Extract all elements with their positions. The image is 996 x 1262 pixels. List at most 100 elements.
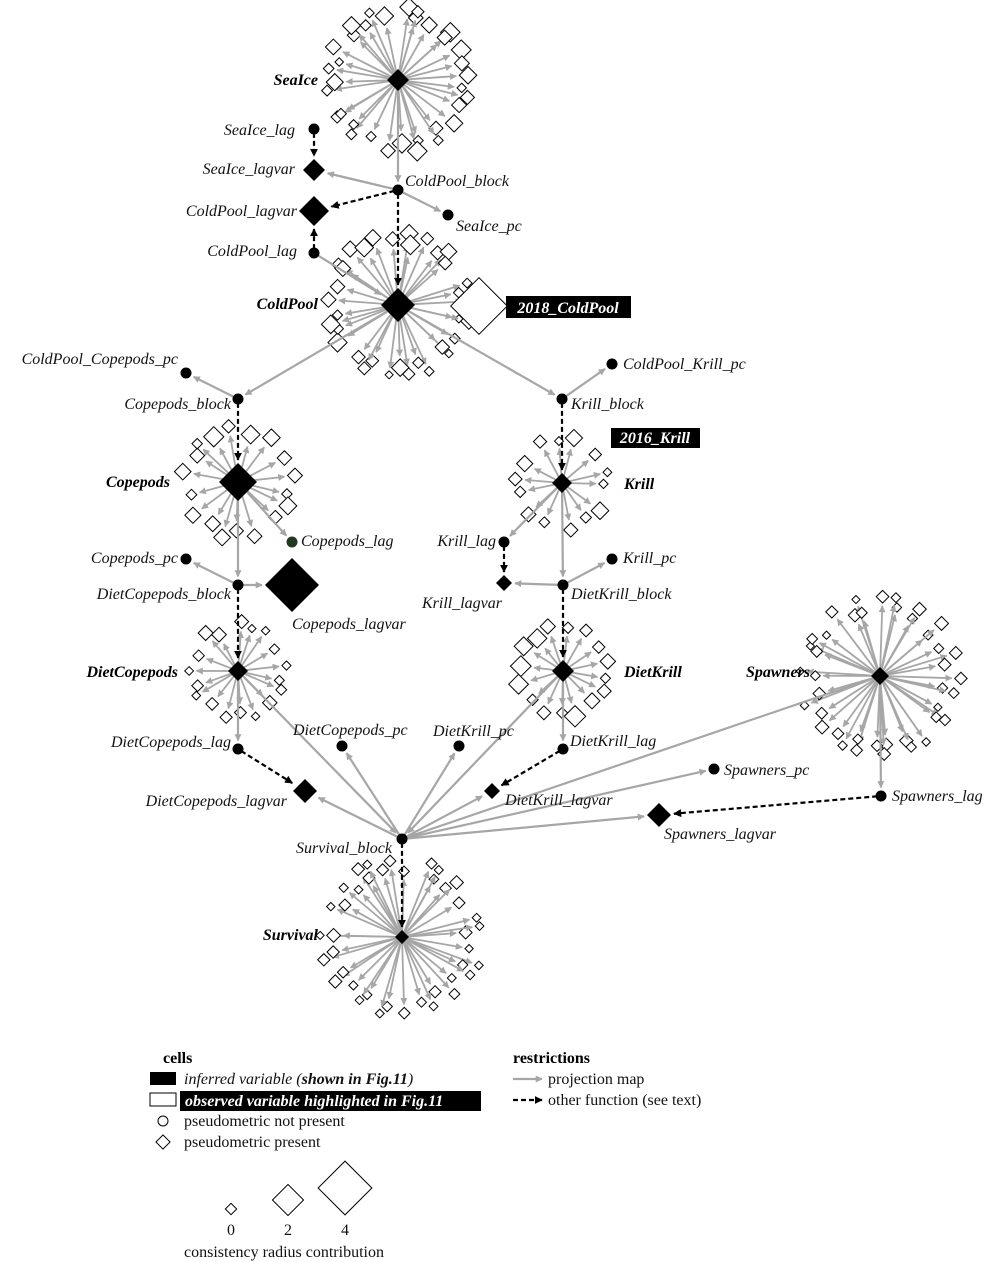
node-krill-pc (606, 553, 618, 565)
stalk-cell-diamond (197, 624, 214, 642)
stalk-cell-diamond (420, 16, 439, 34)
highlight-tag-bg (506, 296, 631, 318)
cell-spoke (842, 679, 878, 728)
node-labels: SeaIce_lag SeaIce_lagvar ColdPool_block … (22, 122, 983, 857)
hub-node-dietcopepods (228, 661, 248, 681)
projection-edge-copepods-to-copepods-lag (246, 491, 288, 537)
cell-spoke (567, 480, 597, 488)
cell-spoke (404, 311, 436, 341)
cell-spoke (396, 315, 404, 357)
projection-edge-krill-to-dietkrill-block (559, 489, 567, 578)
stalk-cell-diamond (806, 632, 819, 646)
stalk-cell-diamond (210, 626, 228, 643)
stalk-cell-diamond (464, 943, 474, 954)
stalk-cell-diamond (456, 82, 468, 94)
cell-spoke (348, 892, 400, 935)
hub-node-dietkrill (552, 660, 574, 682)
stalk-cell-diamond (420, 231, 435, 246)
cell-spoke (386, 940, 403, 1000)
cell-spoke (347, 82, 393, 111)
stalk-cell-diamond (852, 733, 864, 745)
cell-spoke (236, 630, 244, 666)
label-dietkrill-pc: DietKrill_pc (432, 723, 514, 740)
cell-spoke (338, 297, 388, 306)
cell-spoke (384, 27, 398, 74)
stalk-cell-diamond (599, 652, 617, 670)
legend-scale-diamond-0 (224, 1202, 238, 1216)
cell-spoke (352, 908, 399, 936)
stalk-cell-diamond (795, 666, 806, 676)
cell-spoke (398, 19, 417, 74)
projection-edge-coldpool-block-to-seaice-lagvar (326, 171, 395, 191)
stalk-cell-diamond (539, 618, 557, 635)
restriction-edges (192, 87, 885, 928)
legend-cells-title: cells (163, 1050, 192, 1067)
cell-spoke (405, 937, 473, 964)
cell-spoke (568, 673, 596, 688)
cell-spoke (362, 876, 401, 934)
stalk-cell-diamond (351, 862, 366, 877)
stalk-cell-diamond (953, 671, 968, 686)
stalk-cell-diamond (428, 984, 442, 999)
legend-pm-absent: pseudometric not present (184, 1113, 345, 1130)
cell-spoke (247, 461, 276, 478)
stalk-cell-diamond (831, 727, 845, 741)
stalk-cell-diamond (436, 29, 453, 46)
stalk-cell-diamond (437, 255, 453, 271)
stalk-cell-diamond (464, 969, 476, 981)
projection-edge-spawners-to-survival-block (409, 676, 875, 838)
cell-spoke (244, 446, 266, 474)
cell-spoke (398, 86, 416, 140)
cell-spoke (405, 917, 471, 937)
stalk-cell-diamond (397, 1006, 411, 1020)
projection-edge-coldpool-to-copepods-block (244, 310, 389, 396)
node-spawners-pc (708, 763, 720, 775)
cell-spoke (390, 248, 399, 295)
stalk-cell-diamond (278, 496, 298, 516)
label-seaice-lagvar: SeaIce_lagvar (203, 161, 296, 178)
hub-label-survival: Survival (263, 927, 319, 944)
stalk-cell-diamond (444, 113, 464, 133)
cell-spoke (223, 492, 236, 528)
node-coldpool-lagvar (299, 196, 329, 226)
cell-spoke (401, 246, 425, 297)
stalk-cell-diamond (173, 462, 192, 481)
cell-spoke (533, 664, 557, 672)
cell-spoke (387, 315, 398, 369)
legend-scale-diamond-2 (271, 1183, 305, 1217)
cell-spoke (831, 638, 877, 674)
hub-label-dietkrill: DietKrill (623, 664, 682, 681)
legend-inferred-text: inferred variable (shown in Fig.11) (184, 1071, 413, 1088)
cell-spoke (569, 661, 599, 671)
function-edge-dietkrill-lag-to-dietkrill-lagvar (500, 750, 561, 787)
cell-spoke (402, 940, 421, 996)
cell-spoke (403, 81, 451, 102)
highlight-tag-2016-krill: 2016_Krill (619, 430, 691, 447)
stalk-cell-diamond (320, 291, 337, 309)
cell-spoke (342, 932, 398, 940)
cell-spoke (884, 651, 933, 675)
label-copepods-block: Copepods_block (124, 396, 232, 413)
stalk-cell-diamond (362, 859, 373, 870)
hub-node-seaice (387, 69, 409, 91)
cell-spoke (882, 679, 923, 737)
stalk-cell-diamond (334, 107, 348, 120)
cell-spoke (404, 64, 453, 80)
stalk-cell-diamond (448, 987, 461, 1001)
cell-spoke (375, 313, 395, 353)
stalk-cell-diamond (598, 478, 609, 490)
stalk-cell-diamond (459, 89, 476, 106)
hub-labels: SeaIce ColdPool Copepods Krill DietCopep… (85, 72, 810, 944)
cell-spoke (406, 924, 473, 938)
cell-spoke (407, 292, 452, 304)
label-krill-block: Krill_block (570, 396, 645, 413)
stalk-cell-diamond (905, 741, 918, 753)
stalk-cell-diamond (538, 516, 551, 529)
cell-spoke (375, 247, 396, 296)
label-copepods-pc: Copepods_pc (91, 550, 178, 567)
stalk-cell-diamond (325, 927, 342, 943)
stalk-cell-diamond (281, 660, 292, 671)
stalk-cell-diamond (325, 901, 336, 912)
cell-spoke (857, 623, 879, 672)
node-dietcopepods-block (232, 579, 244, 591)
